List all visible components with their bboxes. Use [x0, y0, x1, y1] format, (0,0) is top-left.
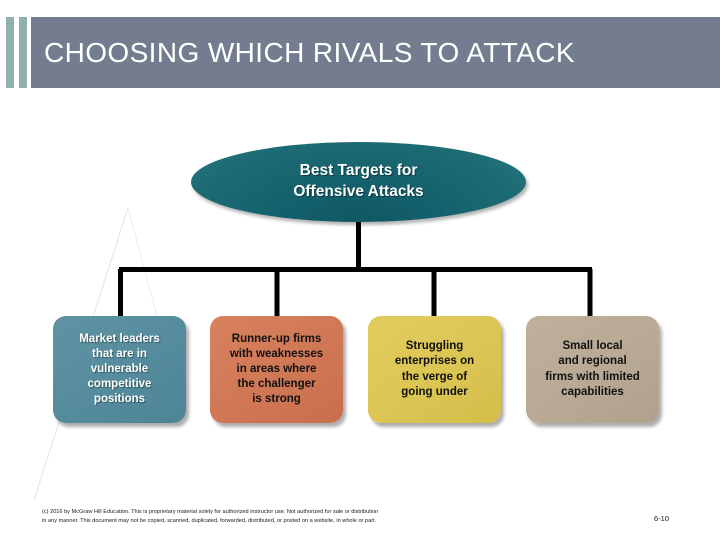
node-line: Small local [562, 340, 623, 353]
root-node-line-2: Offensive Attacks [293, 183, 424, 200]
node-line: that are in [92, 347, 147, 360]
node-line: capabilities [561, 385, 624, 398]
node-line: positions [93, 393, 146, 406]
node-line: competitive [87, 378, 152, 391]
footer-copyright: (c) 2016 by McGraw Hill Education. This … [42, 508, 602, 525]
node-line: with weaknesses [229, 347, 324, 360]
root-node-label: Best Targets for Offensive Attacks [293, 161, 423, 203]
node-line: and regional [558, 355, 627, 368]
node-line: the verge of [401, 370, 468, 383]
node-label-small-local-firms: Small local and regional firms with limi… [539, 339, 646, 400]
accent-bar-left-outer [6, 17, 14, 88]
node-box-market-leaders[interactable]: Market leaders that are in vulnerable co… [53, 316, 186, 423]
node-line: Struggling [405, 340, 464, 353]
node-line: firms with limited [545, 370, 640, 383]
node-line: the challenger [237, 378, 316, 391]
node-box-small-local-firms[interactable]: Small local and regional firms with limi… [526, 316, 659, 423]
accent-bar-left-inner [19, 17, 27, 88]
node-label-runner-up-firms: Runner-up firms with weaknesses in areas… [224, 332, 329, 408]
node-line: Runner-up firms [231, 332, 322, 345]
page-title: CHOOSING WHICH RIVALS TO ATTACK [44, 36, 575, 68]
footer-line-1: (c) 2016 by McGraw Hill Education. This … [42, 509, 379, 515]
title-banner: CHOOSING WHICH RIVALS TO ATTACK [31, 17, 720, 88]
node-box-runner-up-firms[interactable]: Runner-up firms with weaknesses in areas… [210, 316, 343, 423]
node-line: in areas where [236, 362, 317, 375]
node-line: vulnerable [90, 362, 149, 375]
node-line: going under [401, 385, 468, 398]
root-node-line-1: Best Targets for [299, 162, 418, 180]
node-line: enterprises on [394, 355, 475, 368]
node-label-struggling-enterprises: Struggling enterprises on the verge of g… [389, 339, 480, 400]
node-label-market-leaders: Market leaders that are in vulnerable co… [73, 332, 166, 408]
footer-line-2: in any manner. This document may not be … [42, 517, 377, 524]
node-box-struggling-enterprises[interactable]: Struggling enterprises on the verge of g… [368, 316, 501, 423]
root-node-oval[interactable]: Best Targets for Offensive Attacks [191, 142, 526, 222]
node-line: is strong [252, 393, 301, 406]
page-number: 6-10 [654, 514, 670, 523]
node-line: Market leaders [79, 332, 160, 345]
